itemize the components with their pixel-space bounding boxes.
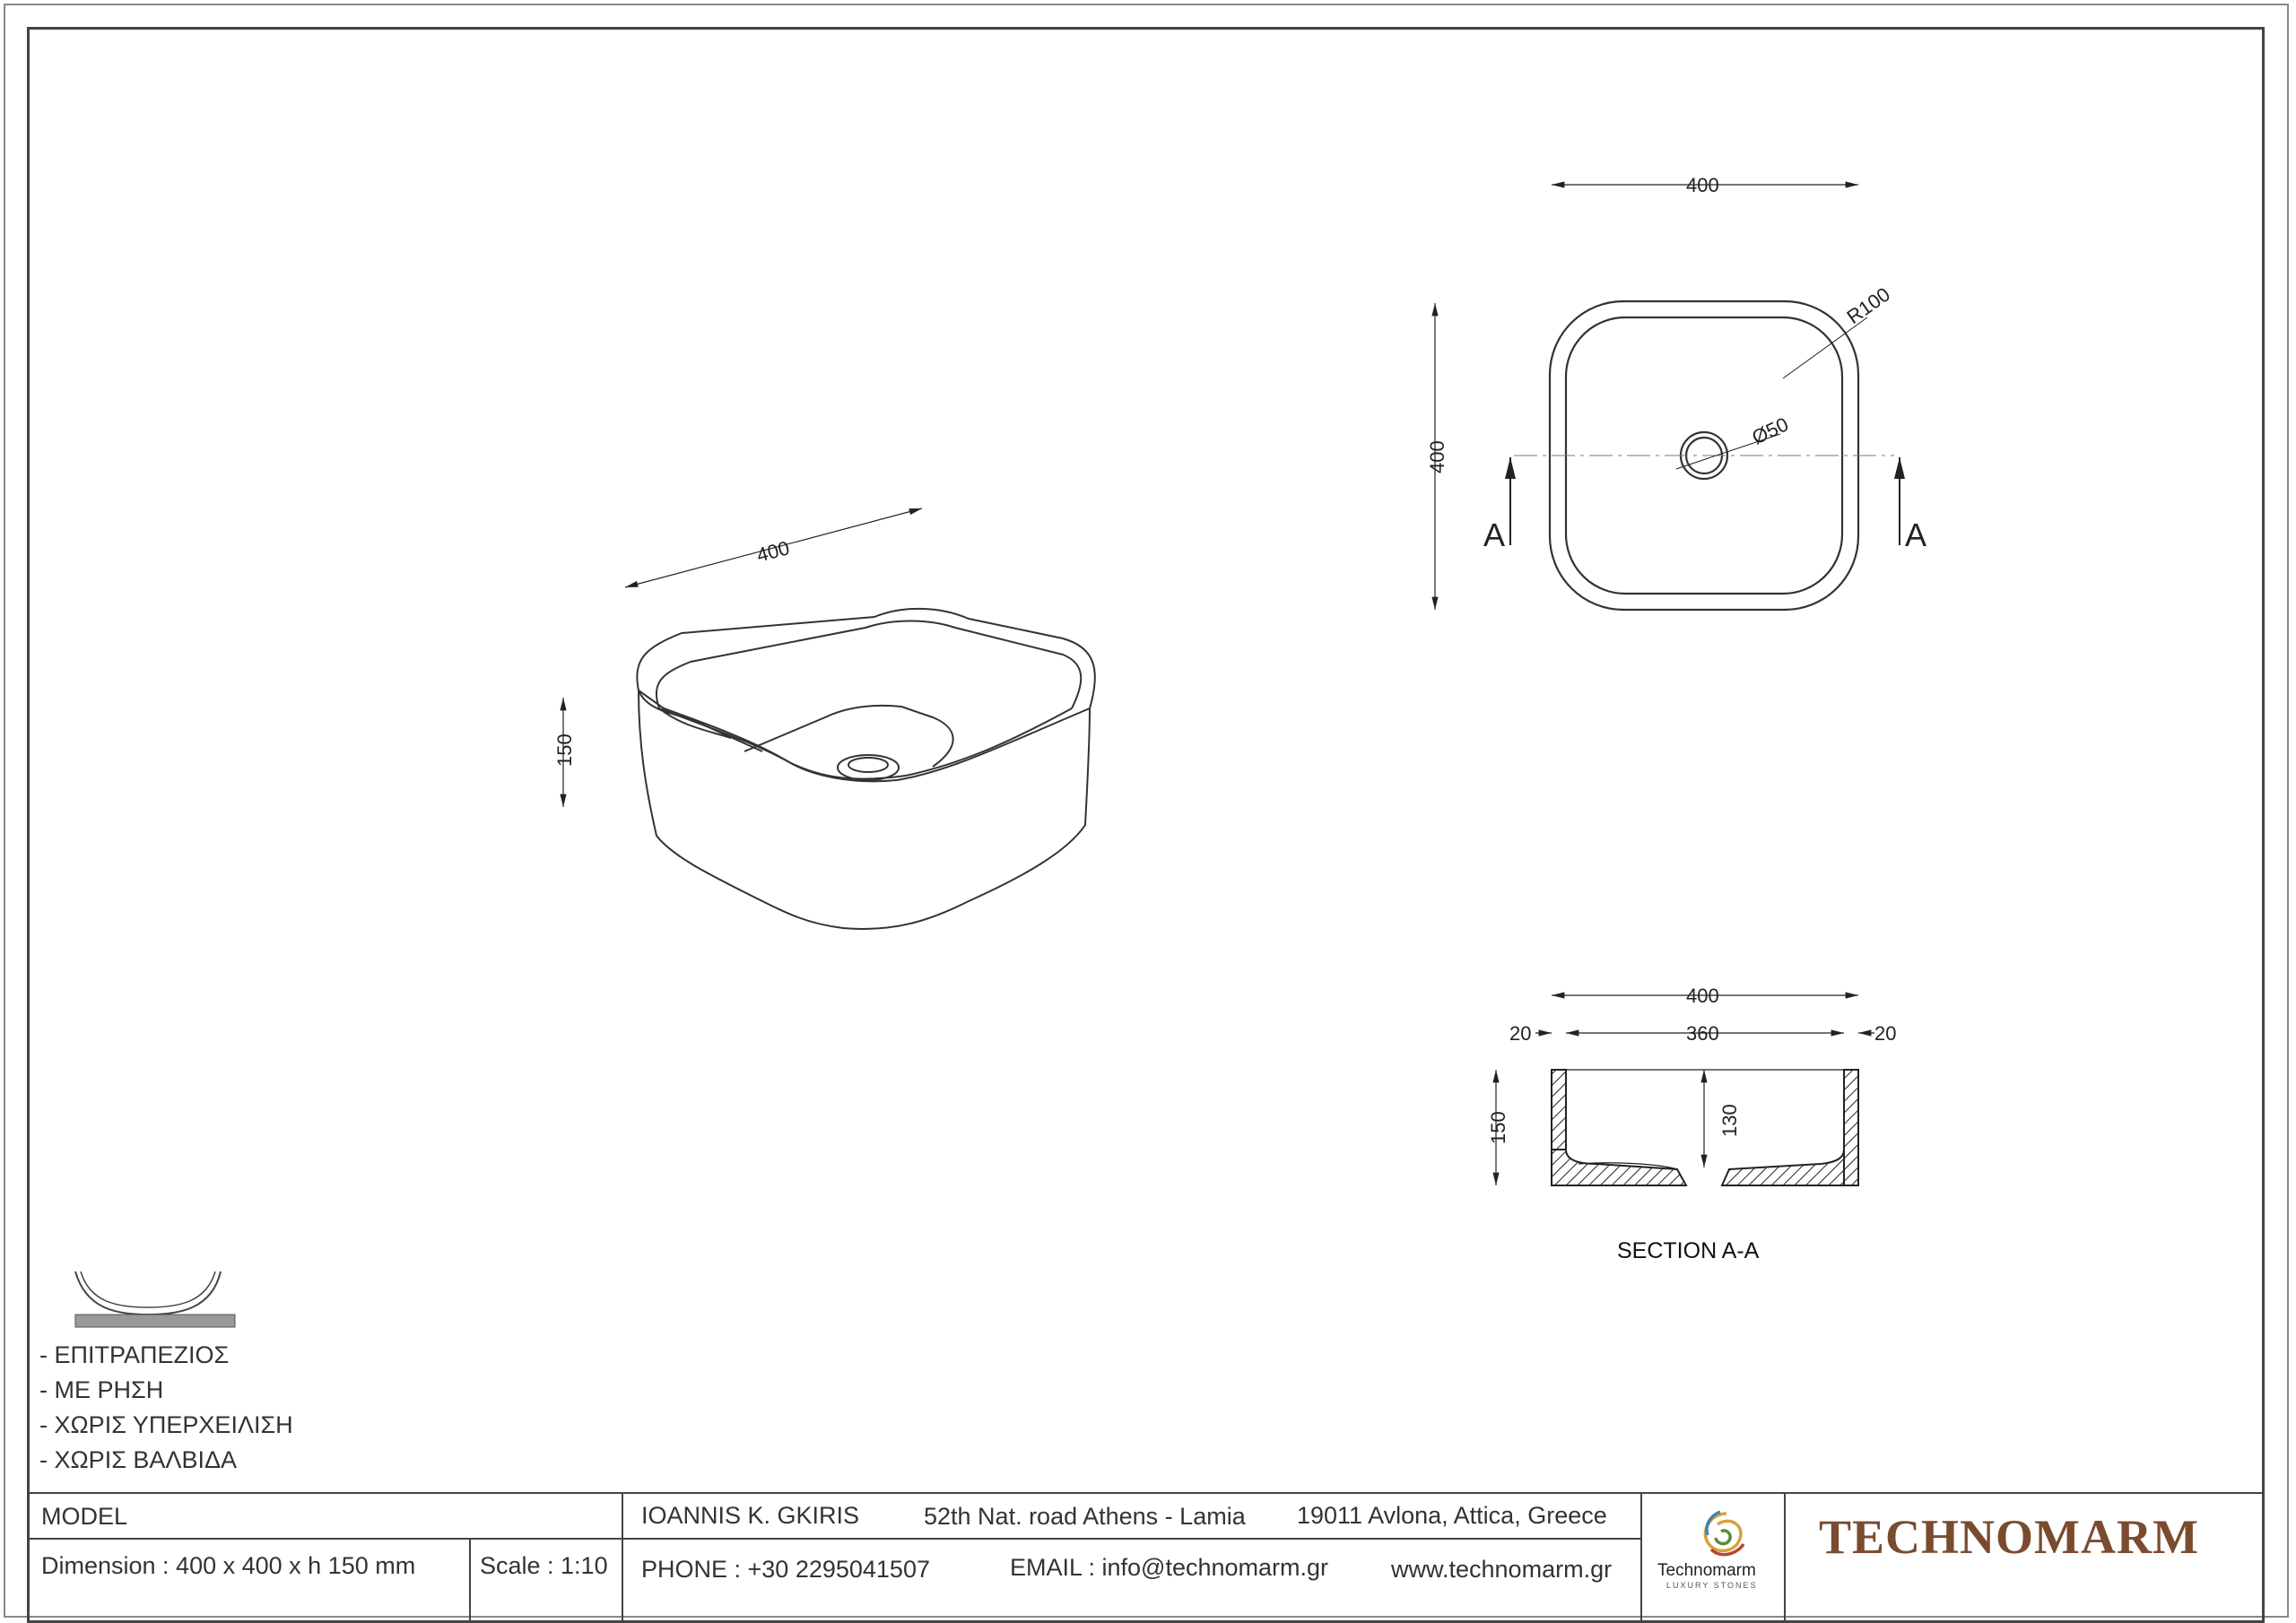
road-address: 52th Nat. road Athens - Lamia <box>924 1503 1246 1530</box>
city-address: 19011 Avlona, Attica, Greece <box>1297 1502 1607 1529</box>
section-marker-left: A <box>1483 516 1505 553</box>
countertop-mount-icon <box>74 1271 236 1328</box>
model-label: MODEL <box>41 1503 128 1530</box>
iso-outer-rim <box>636 607 1096 709</box>
drawing-frame <box>27 27 2265 1623</box>
iso-body <box>638 690 1091 930</box>
scale-text: Scale : 1:10 <box>480 1552 608 1579</box>
section-width-label: 400 <box>1686 985 1719 1007</box>
product-notes: - ΕΠΙΤΡΑΠΕΖΙΟΣ - ΜΕ ΡΗΣΗ - ΧΩΡΙΣ ΥΠΕΡΧΕΙ… <box>39 1338 293 1478</box>
iso-drain-icon <box>837 754 900 781</box>
section-title: SECTION A-A <box>1617 1238 1760 1263</box>
radius-label: R100 <box>1843 282 1894 328</box>
logo-tagline: LUXURY STONES <box>1666 1581 1758 1590</box>
iso-height-label: 150 <box>553 733 576 767</box>
section-floor-left <box>1551 1149 1688 1186</box>
section-wall-left <box>1551 1069 1567 1150</box>
section-marker-right: A <box>1905 516 1926 553</box>
technomarm-logo-icon <box>1703 1510 1745 1557</box>
email-link[interactable]: EMAIL : info@technomarm.gr <box>1010 1554 1329 1581</box>
note-item: - ΧΩΡΙΣ ΒΑΛΒΙΔΑ <box>39 1446 237 1473</box>
section-wall-right-label: 20 <box>1874 1022 1896 1045</box>
note-item: - ΧΩΡΙΣ ΥΠΕΡΧΕΙΛΙΣΗ <box>39 1411 293 1438</box>
section-view <box>1551 1069 1859 1186</box>
section-height-label: 150 <box>1487 1111 1509 1144</box>
owner-name: IOANNIS K. GKIRIS <box>641 1502 860 1529</box>
brand-wordmark: TECHNOMARM <box>1819 1510 2199 1564</box>
outer-frame <box>4 4 2289 1618</box>
section-floor-right <box>1720 1149 1845 1186</box>
logo-name: Technomarm <box>1657 1561 1756 1580</box>
iso-width-dimension <box>624 508 923 588</box>
title-block-grid <box>30 1492 2263 1621</box>
section-inner-label: 360 <box>1686 1022 1719 1045</box>
iso-basin-floor <box>744 704 954 768</box>
website-link[interactable]: www.technomarm.gr <box>1391 1556 1613 1583</box>
top-height-label: 400 <box>1426 440 1448 473</box>
drain-diameter-label: Ø50 <box>1749 412 1792 448</box>
iso-width-label: 400 <box>754 536 792 567</box>
dimension-text: Dimension : 400 x 400 x h 150 mm <box>41 1552 416 1579</box>
iso-inner-rim <box>655 620 1083 709</box>
note-item: - ΜΕ ΡΗΣΗ <box>39 1376 164 1403</box>
section-wall-left-label: 20 <box>1509 1022 1531 1045</box>
phone-text: PHONE : +30 2295041507 <box>641 1556 930 1583</box>
isometric-view <box>636 607 1096 930</box>
section-inner-height-label: 130 <box>1718 1104 1741 1137</box>
top-width-label: 400 <box>1686 174 1719 196</box>
section-wall-right <box>1843 1069 1859 1186</box>
note-item: - ΕΠΙΤΡΑΠΕΖΙΟΣ <box>39 1341 230 1368</box>
